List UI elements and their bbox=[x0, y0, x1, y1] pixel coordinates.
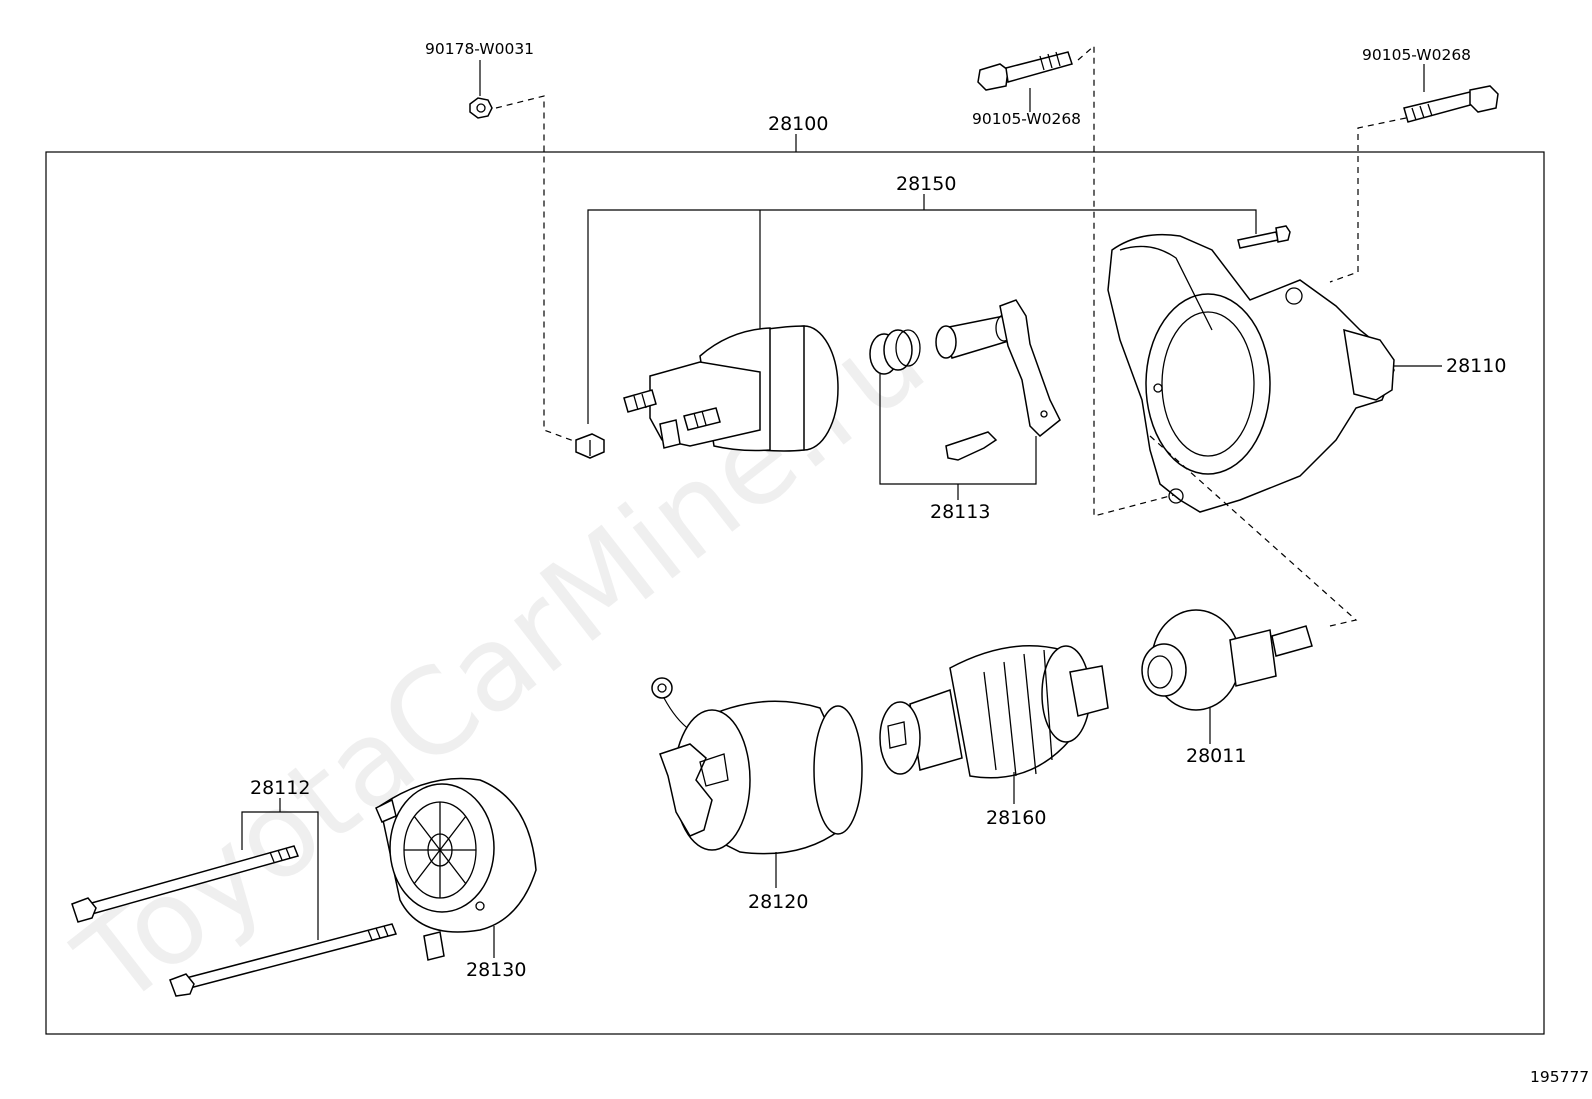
nut-90178[interactable] bbox=[469, 60, 583, 445]
lever-group-bracket bbox=[879, 374, 1037, 500]
starter-clutch[interactable] bbox=[1141, 609, 1313, 744]
label-yoke-28120: 28120 bbox=[748, 891, 808, 913]
spring[interactable] bbox=[869, 329, 921, 375]
yoke[interactable] bbox=[651, 677, 863, 888]
label-lever-28113: 28113 bbox=[930, 501, 990, 523]
label-assembly-28100: 28100 bbox=[768, 113, 828, 135]
label-bolt-top-center: 90105-W0268 bbox=[972, 110, 1081, 128]
label-armature-28160: 28160 bbox=[986, 807, 1046, 829]
through-bolts-bracket bbox=[241, 798, 319, 940]
armature[interactable] bbox=[879, 645, 1109, 804]
small-bolt[interactable] bbox=[1237, 225, 1291, 249]
end-frame[interactable] bbox=[375, 777, 537, 961]
through-bolt-upper[interactable] bbox=[71, 845, 300, 923]
solenoid-switch[interactable] bbox=[623, 325, 839, 452]
bolt-top-center[interactable] bbox=[977, 44, 1209, 517]
label-bolt-top-right: 90105-W0268 bbox=[1362, 46, 1471, 64]
plunger[interactable] bbox=[935, 314, 1013, 359]
solenoid-nut[interactable] bbox=[575, 433, 605, 459]
diagram-id: 195777 bbox=[1530, 1068, 1589, 1086]
bolt-top-right[interactable] bbox=[1329, 64, 1499, 283]
label-end-frame-28130: 28130 bbox=[466, 959, 526, 981]
starter-housing[interactable] bbox=[1107, 233, 1442, 513]
label-solenoid-28150: 28150 bbox=[896, 173, 956, 195]
lever-pin[interactable] bbox=[945, 431, 998, 461]
solenoid-group-bracket bbox=[587, 194, 1257, 424]
assembly-frame bbox=[45, 151, 1545, 1035]
label-through-bolts-28112: 28112 bbox=[250, 777, 310, 799]
drive-lever[interactable] bbox=[999, 299, 1061, 438]
label-clutch-28011: 28011 bbox=[1186, 745, 1246, 767]
label-housing-28110: 28110 bbox=[1446, 355, 1506, 377]
through-bolt-lower[interactable] bbox=[169, 923, 398, 997]
label-nut-90178: 90178-W0031 bbox=[425, 40, 534, 58]
